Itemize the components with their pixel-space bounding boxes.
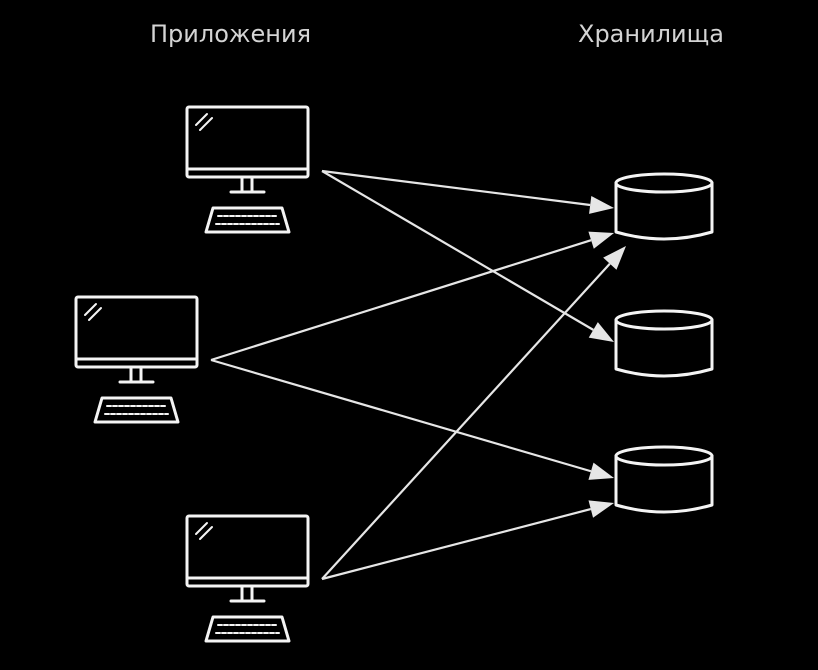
arrow-app-1-to-storage-2 bbox=[321, 170, 594, 331]
storage-2-database-icon bbox=[614, 309, 714, 378]
app-2-computer-icon bbox=[74, 295, 199, 424]
arrow-app-3-to-storage-3 bbox=[321, 507, 592, 581]
arrow-app-3-to-storage-1 bbox=[321, 262, 611, 580]
storage-3-database-icon bbox=[614, 445, 714, 514]
arrowhead-app-1-to-storage-2 bbox=[588, 322, 614, 342]
arrow-app-1-to-storage-1 bbox=[321, 169, 591, 207]
arrowhead-app-2-to-storage-3 bbox=[588, 462, 614, 480]
arrow-app-2-to-storage-3 bbox=[210, 358, 592, 473]
arrowhead-app-2-to-storage-1 bbox=[588, 231, 614, 249]
storages-header: Хранилища bbox=[578, 20, 724, 48]
arrowhead-app-1-to-storage-1 bbox=[589, 196, 614, 214]
arrow-app-2-to-storage-1 bbox=[210, 239, 592, 362]
arrowhead-app-3-to-storage-3 bbox=[588, 500, 614, 518]
connection-arrows bbox=[210, 169, 626, 581]
arrowhead-app-3-to-storage-1 bbox=[603, 246, 626, 270]
storage-1-database-icon bbox=[614, 172, 714, 241]
applications-header: Приложения bbox=[150, 20, 312, 48]
app-1-computer-icon bbox=[185, 105, 310, 234]
app-3-computer-icon bbox=[185, 514, 310, 643]
